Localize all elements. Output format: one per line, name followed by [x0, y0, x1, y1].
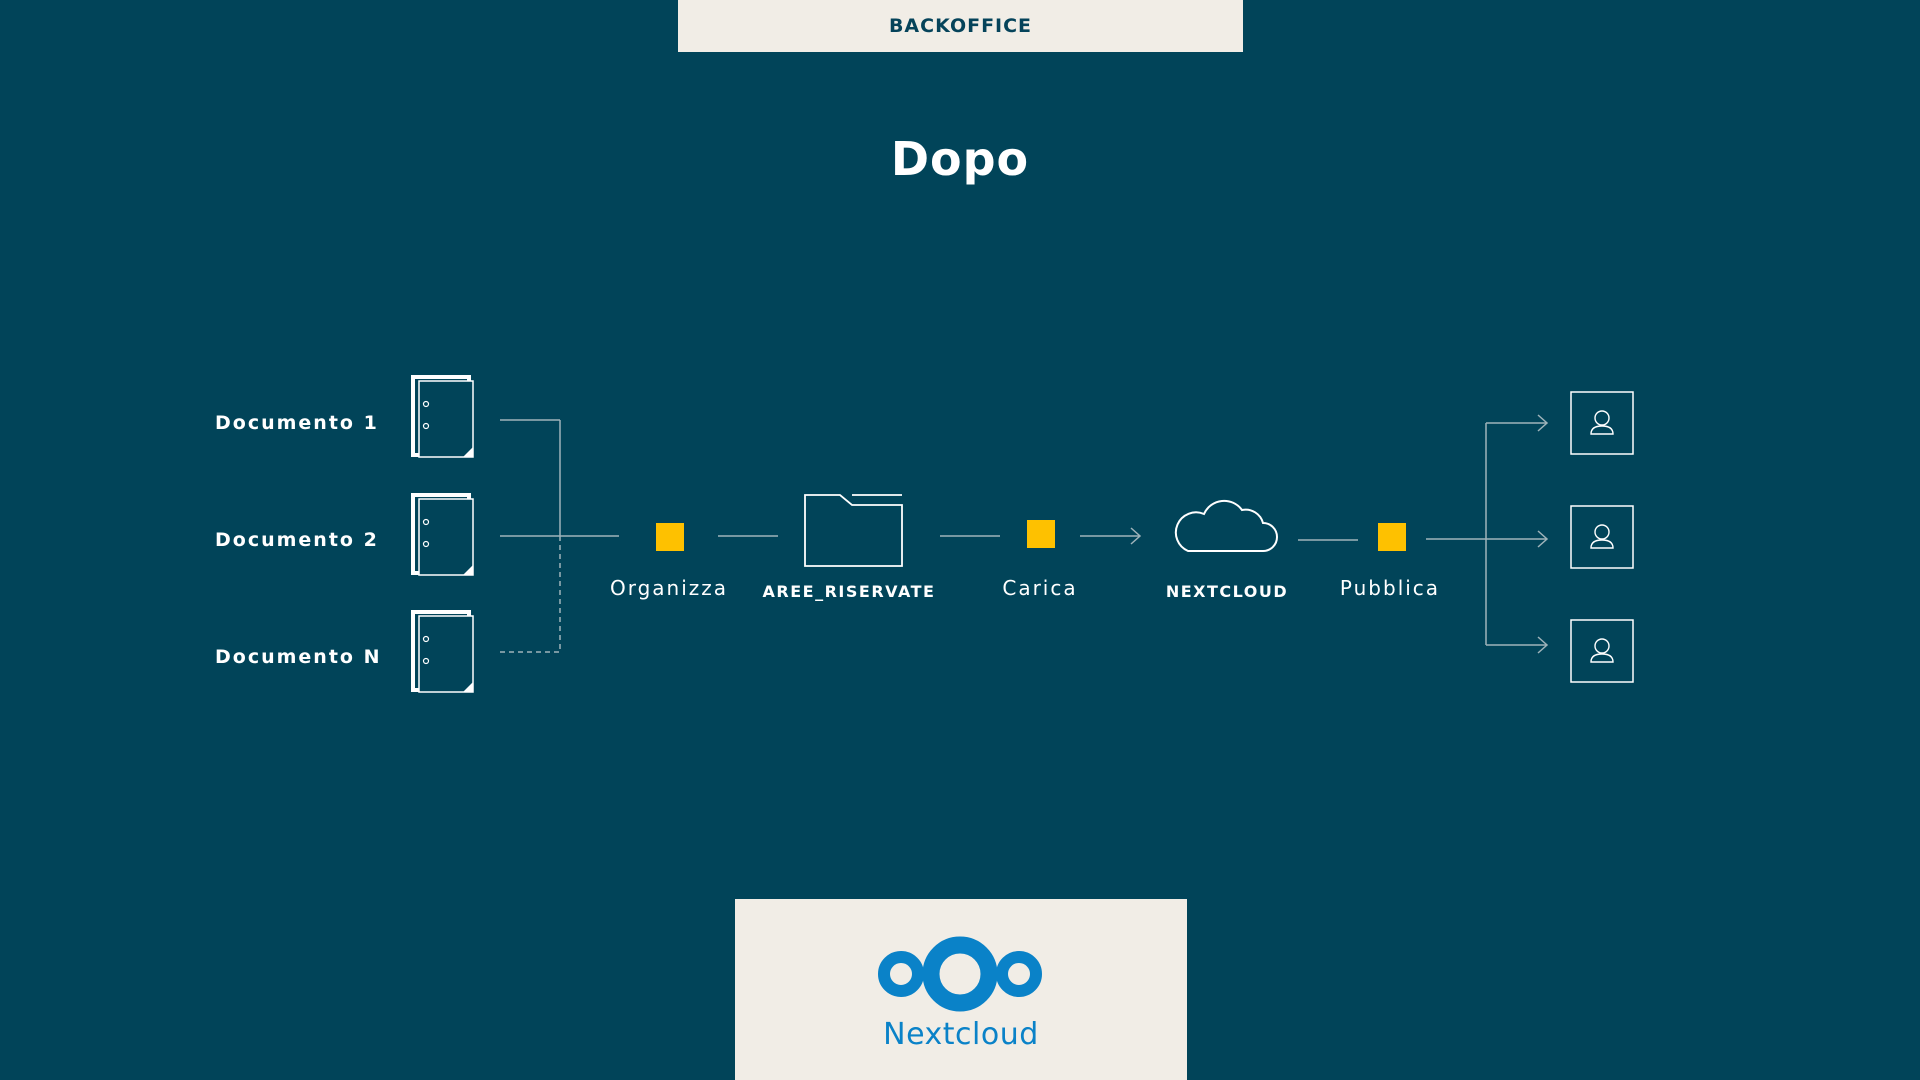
nextcloud-logo-panel: Nextcloud: [735, 899, 1187, 1080]
nextcloud-logo-icon: [878, 936, 1042, 1012]
header-label: BACKOFFICE: [888, 15, 1033, 37]
nextcloud-logo-text: Nextcloud: [883, 1017, 1039, 1052]
upload-arrow: [1080, 527, 1142, 545]
upload-marker: [1027, 520, 1055, 548]
document-label-n: Documento N: [215, 646, 382, 668]
user-icon-1: [1570, 391, 1634, 455]
document-label-1: Documento 1: [215, 412, 379, 434]
folder-label: AREE_RISERVATE: [762, 582, 936, 601]
distribution-arrows: [1426, 414, 1549, 654]
organize-marker: [656, 523, 684, 551]
publish-label: Pubblica: [1339, 576, 1441, 600]
upload-label: Carica: [1002, 576, 1078, 600]
document-icon-2: [411, 493, 475, 577]
page-title: Dopo: [890, 132, 1030, 186]
header-tab: BACKOFFICE: [678, 0, 1243, 52]
organize-label: Organizza: [609, 576, 729, 600]
cloud-label: NEXTCLOUD: [1165, 582, 1289, 601]
cloud-icon: [1174, 499, 1278, 552]
publish-marker: [1378, 523, 1406, 551]
document-icon-n: [411, 610, 475, 694]
user-icon-3: [1570, 619, 1634, 683]
document-icon-1: [411, 375, 475, 459]
document-label-2: Documento 2: [215, 529, 379, 551]
user-icon-2: [1570, 505, 1634, 569]
merge-connectors: [500, 419, 619, 653]
folder-icon: [804, 494, 903, 567]
